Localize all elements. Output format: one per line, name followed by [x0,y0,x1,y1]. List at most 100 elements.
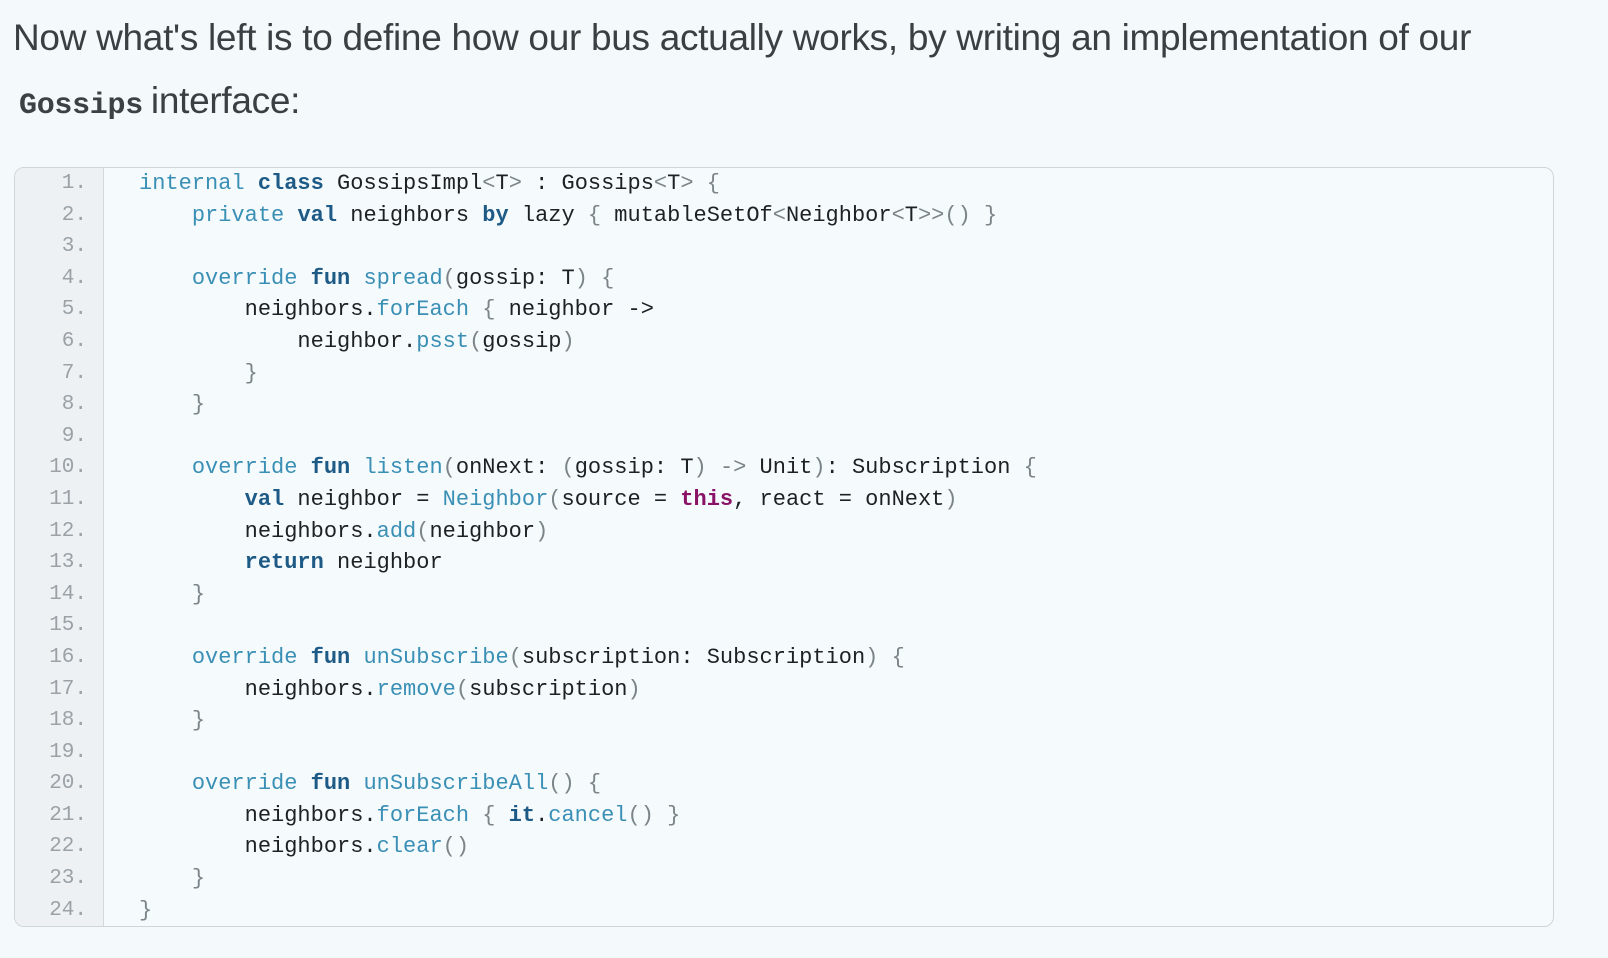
code-token: < [772,202,786,228]
code-line: 3. [15,231,1553,263]
code-token [588,266,601,291]
code-token [878,645,891,670]
code-token: neighbor [323,550,443,576]
code-token: it [508,802,536,828]
code-line: 12. neighbors.add(neighbor) [15,516,1553,548]
code-token: -> [719,455,747,481]
code-token: . [535,802,549,828]
code-token [297,266,310,291]
code-token: { [601,265,615,291]
code-token: ( [455,676,470,702]
intro-text-line2: interface: [150,80,301,121]
code-token: ( [548,486,562,512]
code-line-text: internal class GossipsImpl<T> : Gossips<… [139,168,720,200]
code-token: listen [363,455,443,481]
code-line: 9. [15,421,1553,453]
code-token: clear [376,834,443,860]
code-line: 17. neighbors.remove(subscription) [15,674,1553,706]
code-token: remove [376,676,456,702]
code-line: 7. } [15,358,1553,390]
intro-paragraph: Now what's left is to define how our bus… [13,6,1603,138]
code-token: T [667,171,681,196]
line-number: 19. [49,740,87,764]
code-token: fun [310,455,351,481]
line-number: 5. [61,298,87,322]
inline-code-gossips: Gossips [19,89,143,123]
code-token: override [191,455,298,481]
code-token: val [297,202,338,228]
code-token: > [508,171,522,196]
line-number: 14. [49,582,87,606]
code-line: 16. override fun unSubscribe(subscriptio… [15,642,1553,674]
code-token: override [191,265,298,291]
code-token: forEach [376,802,470,828]
code-line: 2. private val neighbors by lazy { mutab… [15,200,1553,232]
code-token [350,645,363,670]
code-token: forEach [376,297,470,323]
code-token: lazy [508,202,588,228]
code-token: gossip: T [574,455,694,481]
code-token [297,455,310,480]
code-line: 14. } [15,579,1553,611]
code-token [139,708,192,733]
code-line-text: neighbors.remove(subscription) [139,674,641,706]
code-lines: 1.internal class GossipsImpl<T> : Gossip… [15,168,1553,926]
line-number: 3. [61,235,87,259]
line-number: 15. [49,614,87,638]
code-token: ) [865,644,879,670]
code-token [469,803,482,828]
code-line: 15. [15,610,1553,642]
code-token: () [442,834,470,860]
code-line: 21. neighbors.forEach { it.cancel() } [15,800,1553,832]
code-line: 22. neighbors.clear() [15,831,1553,863]
line-number: 23. [49,867,87,891]
code-token [139,550,245,575]
code-token: ) [574,265,588,291]
code-token: spread [363,265,443,291]
code-token: onNext: [455,455,562,481]
code-line: 6. neighbor.psst(gossip) [15,326,1553,358]
code-line-text: override fun listen(onNext: (gossip: T) … [139,452,1037,484]
code-line-text: neighbor.psst(gossip) [139,326,575,358]
code-line-text: neighbors.forEach { neighbor -> [139,294,654,326]
code-line-text: } [139,863,205,895]
code-token: } [191,392,206,418]
code-token [350,266,363,291]
code-token: psst [416,328,470,354]
code-token: ( [508,644,522,670]
code-line-text: neighbors.clear() [139,831,469,863]
line-number: 22. [49,835,87,859]
line-number: 10. [49,456,87,480]
code-token: } [191,708,206,734]
code-token [654,803,667,828]
code-token: subscription: Subscription [521,644,866,670]
code-line: 13. return neighbor [15,547,1553,579]
code-token [297,771,310,796]
code-token: ) [561,328,575,354]
code-token: override [191,771,298,797]
code-token: ) [535,518,549,544]
code-token: return [244,550,324,576]
code-token: fun [310,771,351,797]
code-token: } [139,897,153,923]
code-token: fun [310,644,351,670]
code-token: { [482,297,496,323]
code-line: 11. val neighbor = Neighbor(source = thi… [15,484,1553,516]
code-line-text: val neighbor = Neighbor(source = this, r… [139,484,958,516]
code-line-text: } [139,705,205,737]
code-line: 19. [15,737,1553,769]
code-token: ( [442,455,456,481]
code-token [139,203,192,228]
code-token: neighbor [495,297,628,323]
code-token: ( [416,518,430,544]
code-token: override [191,644,298,670]
code-line: 1.internal class GossipsImpl<T> : Gossip… [15,168,1553,200]
code-token: : Subscription [825,455,1024,481]
code-block: 1.internal class GossipsImpl<T> : Gossip… [14,167,1554,927]
code-token: by [482,202,509,228]
code-token: neighbor = [284,486,443,512]
line-number: 9. [61,424,87,448]
code-token: { [587,202,602,228]
code-line: 24.} [15,895,1553,926]
code-token: neighbors. [139,802,377,828]
